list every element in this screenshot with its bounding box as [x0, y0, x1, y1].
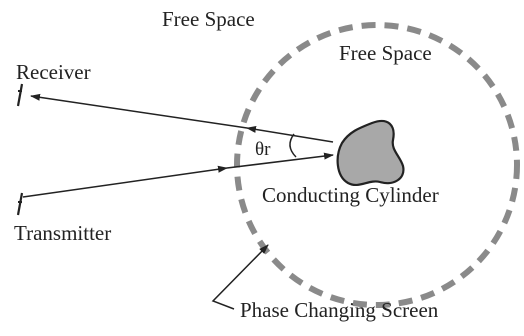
free-space-inner-label: Free Space — [339, 41, 432, 65]
angle-label: θr — [255, 139, 271, 160]
incident-ray-to-cylinder — [226, 152, 334, 169]
scattered-ray-to-screen — [246, 125, 334, 143]
free-space-outer-label: Free Space — [162, 7, 255, 31]
scattered-ray-to-receiver — [30, 93, 248, 129]
conducting-cylinder-label: Conducting Cylinder — [262, 183, 439, 207]
conducting-cylinder-shape — [336, 119, 405, 187]
receiver-antenna-icon — [16, 83, 24, 107]
incident-ray-to-screen — [22, 165, 228, 198]
receiver-label: Receiver — [16, 60, 91, 84]
transmitter-label: Transmitter — [14, 221, 111, 245]
angle-arc — [289, 133, 297, 158]
transmitter-antenna-icon — [16, 192, 24, 216]
phase-changing-screen-circle — [234, 22, 520, 308]
phase-changing-screen-label: Phase Changing Screen — [240, 298, 439, 322]
screen-leader-line — [211, 244, 269, 310]
